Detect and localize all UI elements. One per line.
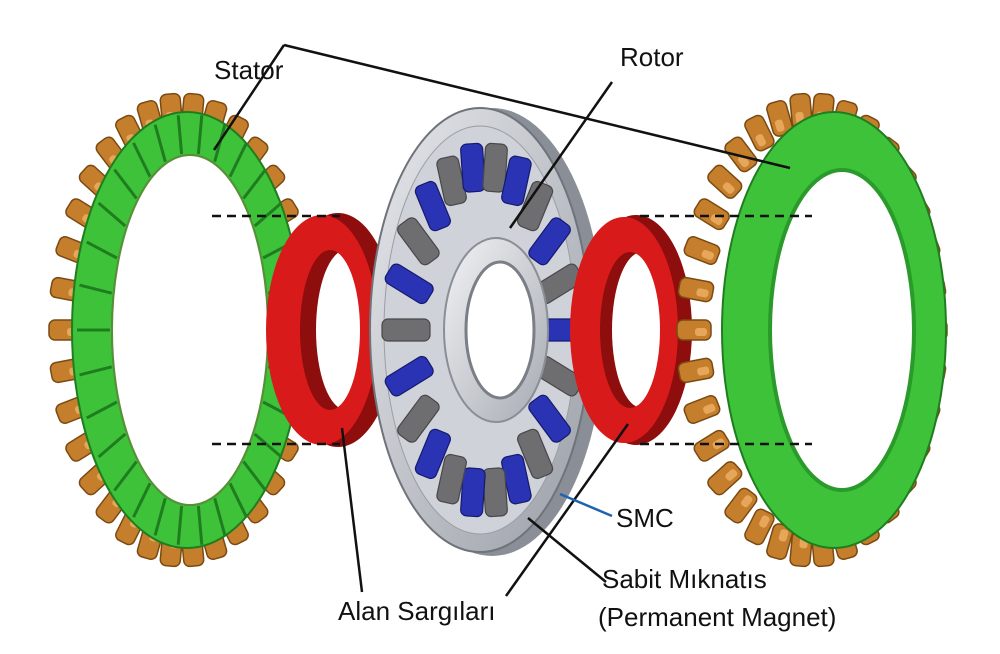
stator-leader-left bbox=[212, 44, 286, 151]
left-field-winding bbox=[266, 213, 396, 447]
label-field-windings: Alan Sargıları bbox=[338, 596, 496, 626]
stator-slot bbox=[153, 497, 167, 536]
label-permanent-magnet-en: (Permanent Magnet) bbox=[598, 602, 837, 632]
magnet-segment bbox=[384, 263, 434, 305]
magnet-segment bbox=[384, 355, 434, 397]
smc-segment bbox=[397, 217, 440, 266]
copper-tooth-highlight bbox=[695, 328, 707, 336]
label-smc: SMC bbox=[616, 503, 674, 533]
stator-slot bbox=[86, 240, 118, 260]
rotor bbox=[369, 107, 604, 556]
copper-tooth bbox=[693, 429, 730, 462]
stator-slot bbox=[242, 168, 267, 200]
label-permanent-magnet-tr: Sabit Mıknatıs bbox=[602, 564, 767, 594]
stator-slot bbox=[153, 124, 167, 163]
leader-lines bbox=[212, 43, 791, 597]
right-stator bbox=[676, 92, 948, 568]
dashed-alignment-lines bbox=[212, 214, 812, 446]
copper-tooth bbox=[683, 236, 721, 265]
copper-tooth-highlight bbox=[701, 249, 714, 260]
stator-leader-right bbox=[283, 43, 791, 170]
smc-segment bbox=[517, 428, 554, 480]
magnet-segment bbox=[460, 142, 486, 193]
stator-slot bbox=[228, 142, 248, 178]
stator-slot bbox=[176, 505, 184, 545]
stator-slot bbox=[97, 201, 127, 228]
copper-tooth-highlight bbox=[755, 134, 766, 147]
copper-tooth bbox=[683, 395, 721, 424]
stator-slot bbox=[79, 365, 113, 377]
smc-segment bbox=[381, 318, 431, 342]
stator-slot bbox=[213, 497, 227, 536]
magnet-segment bbox=[528, 217, 571, 266]
smc-segment bbox=[482, 467, 508, 518]
copper-tooth bbox=[744, 114, 775, 152]
copper-tooth-highlight bbox=[697, 366, 710, 376]
stator-slot bbox=[176, 115, 184, 155]
left-stator-bore bbox=[111, 154, 269, 506]
rotor-bore bbox=[464, 260, 536, 400]
stator-slot bbox=[97, 432, 127, 459]
stator-slot bbox=[196, 115, 204, 155]
copper-tooth-highlight bbox=[737, 155, 750, 168]
magnet-leader bbox=[527, 517, 607, 583]
smc-segment bbox=[517, 180, 554, 232]
copper-tooth-highlight bbox=[759, 515, 770, 528]
copper-tooth-highlight bbox=[774, 119, 785, 132]
rotor-segments bbox=[381, 142, 587, 518]
stator-slot bbox=[228, 482, 248, 518]
magnet-segment bbox=[501, 155, 532, 207]
magnet-segment bbox=[414, 428, 451, 480]
copper-tooth-highlight bbox=[741, 495, 753, 508]
label-rotor: Rotor bbox=[620, 42, 684, 72]
rotor-leader bbox=[508, 81, 614, 229]
magnet-segment bbox=[460, 467, 486, 518]
copper-tooth-highlight bbox=[778, 529, 789, 542]
copper-tooth-highlight bbox=[722, 182, 735, 194]
field-winding-leader-right bbox=[504, 423, 630, 597]
copper-tooth-highlight bbox=[696, 288, 709, 298]
smc-segment bbox=[482, 142, 508, 193]
stator-slot bbox=[196, 505, 204, 545]
smc-segment bbox=[397, 394, 440, 443]
stator-slot bbox=[132, 142, 152, 178]
stator-slot bbox=[113, 168, 138, 200]
stator-slot bbox=[253, 201, 283, 228]
stator-slot bbox=[86, 400, 118, 420]
smc-leader bbox=[559, 492, 613, 518]
stator-slot bbox=[253, 432, 283, 459]
field-winding-leader-left bbox=[340, 427, 364, 593]
stator-slot bbox=[132, 482, 152, 518]
stator-slot bbox=[242, 460, 267, 492]
stator-slot bbox=[79, 283, 113, 295]
copper-tooth bbox=[693, 198, 730, 231]
magnet-segment bbox=[414, 180, 451, 232]
smc-segment bbox=[436, 453, 467, 505]
copper-tooth-highlight bbox=[725, 469, 738, 481]
copper-tooth-highlight bbox=[703, 403, 716, 414]
right-stator-inner-edge bbox=[767, 168, 917, 492]
label-stator: Stator bbox=[214, 55, 284, 85]
magnet-segment bbox=[528, 394, 571, 443]
right-field-winding bbox=[570, 215, 692, 445]
stator-slot bbox=[113, 460, 138, 492]
copper-tooth bbox=[677, 357, 715, 384]
